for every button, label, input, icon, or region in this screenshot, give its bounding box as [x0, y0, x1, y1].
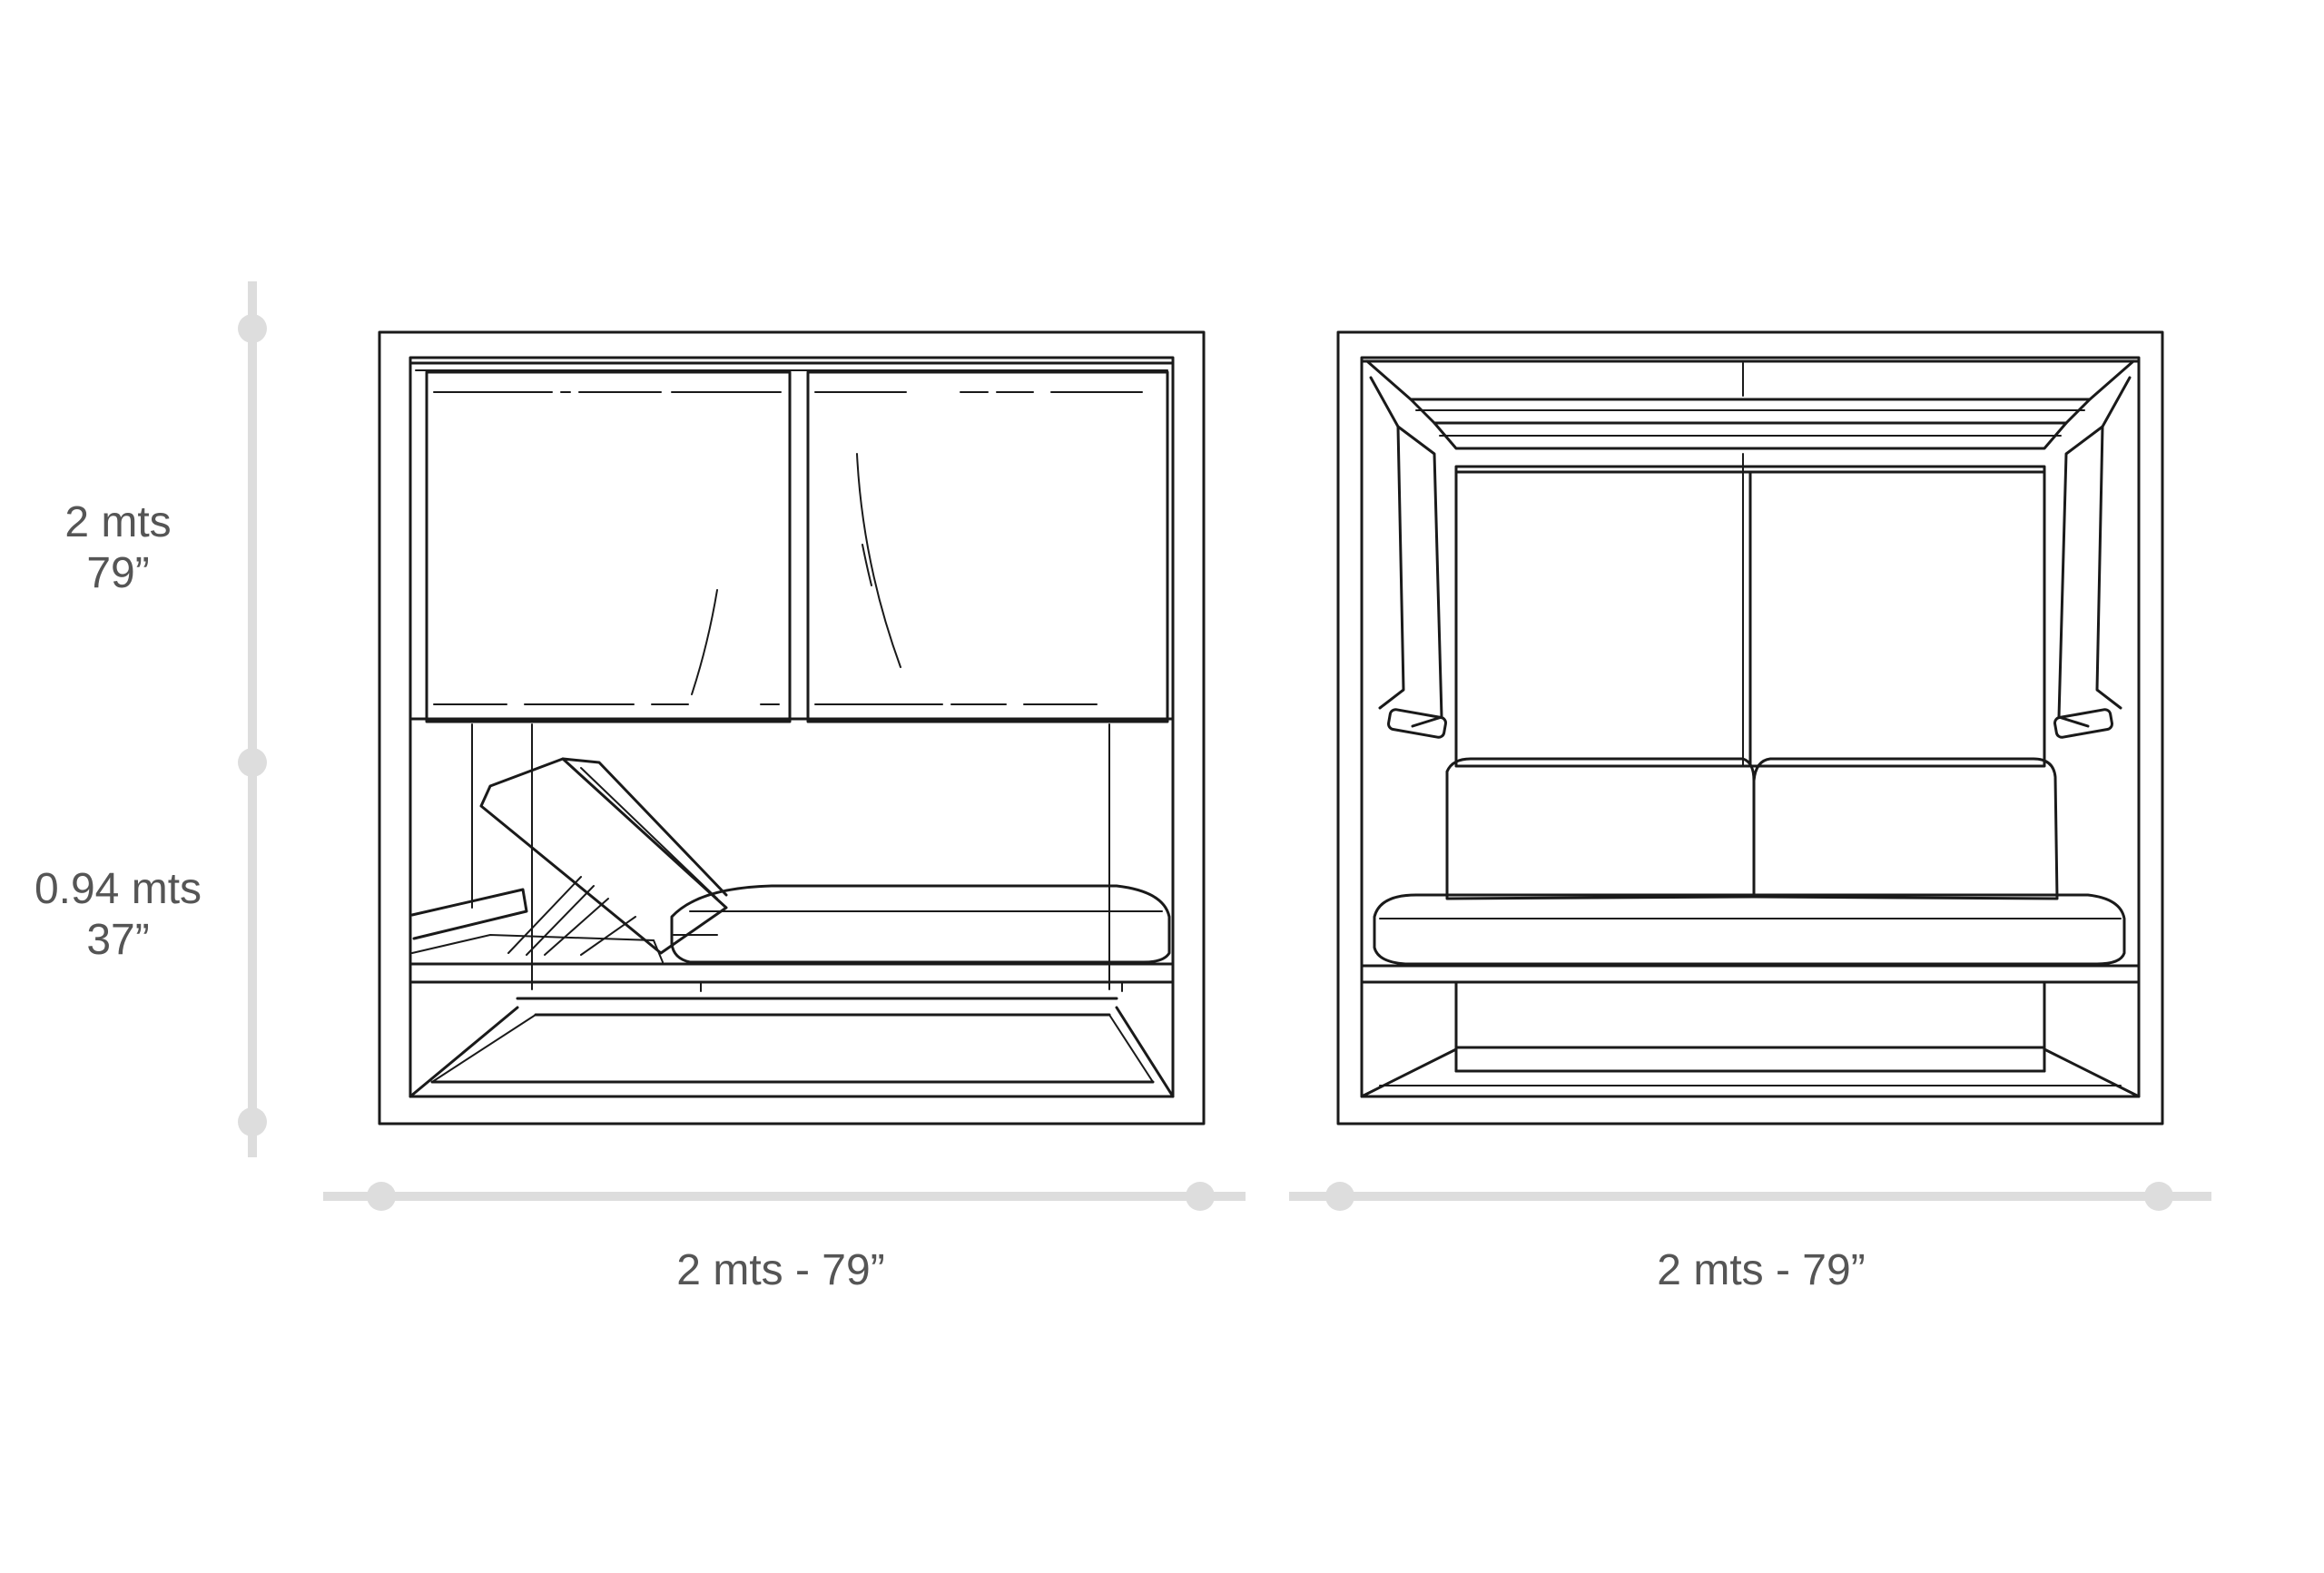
height-marker-top — [238, 314, 267, 343]
width-marker-front-left — [1325, 1182, 1354, 1211]
side-view-drawing — [378, 330, 1206, 1126]
height-seat-imperial: 37” — [86, 916, 150, 964]
height-seat-metric: 0.94 mts — [34, 865, 202, 913]
height-total-label: 2 mts 79” — [18, 497, 218, 599]
front-view-drawing — [1336, 330, 2164, 1126]
width-front-label: 2 mts - 79” — [1657, 1246, 1866, 1294]
width-side-label: 2 mts - 79” — [676, 1246, 885, 1294]
width-marker-side-left — [367, 1182, 396, 1211]
height-seat-label: 0.94 mts 37” — [0, 864, 236, 966]
width-marker-side-right — [1186, 1182, 1215, 1211]
width-dimension-line-side — [323, 1182, 1246, 1211]
height-marker-mid — [238, 748, 267, 777]
height-total-metric: 2 mts — [64, 498, 172, 546]
width-dimension-line-front — [1289, 1182, 2211, 1211]
height-dimension-line — [238, 281, 267, 1157]
height-total-imperial: 79” — [86, 549, 150, 597]
width-marker-front-right — [2144, 1182, 2173, 1211]
height-marker-bottom — [238, 1107, 267, 1136]
